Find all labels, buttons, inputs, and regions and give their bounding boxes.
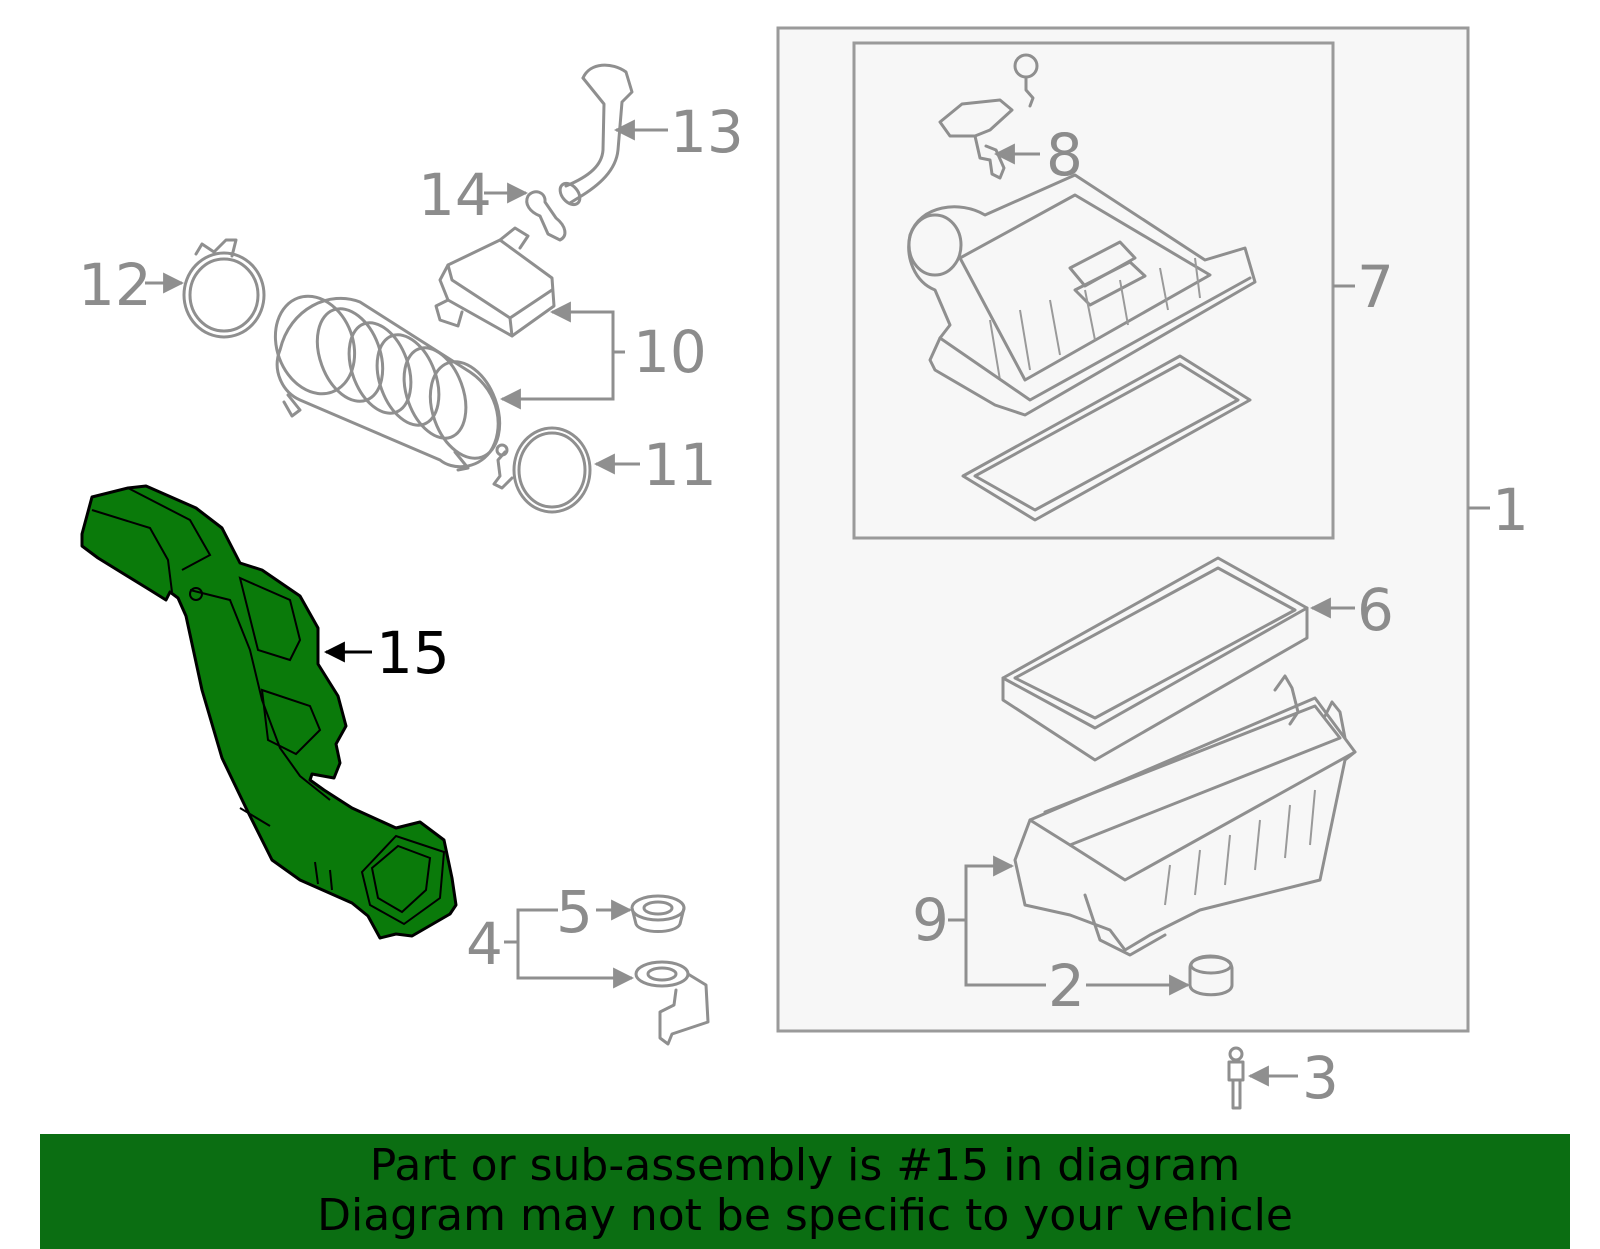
callout-13: 13 bbox=[670, 98, 744, 166]
callout-10: 10 bbox=[633, 318, 707, 386]
breather-hose-13[interactable] bbox=[556, 63, 634, 208]
callout-7: 7 bbox=[1357, 253, 1394, 321]
air-cleaner-case-9[interactable] bbox=[1013, 674, 1357, 957]
callout-14: 14 bbox=[418, 161, 492, 229]
air-flow-sensor-10[interactable] bbox=[434, 226, 556, 338]
air-duct-15[interactable] bbox=[80, 484, 458, 940]
hose-clamp-12[interactable] bbox=[182, 238, 266, 339]
callout-12: 12 bbox=[78, 251, 152, 319]
filter-element-upper[interactable] bbox=[961, 354, 1252, 522]
assembly-box-7 bbox=[852, 41, 1335, 540]
grommet-5[interactable] bbox=[630, 894, 686, 933]
leader-lines bbox=[145, 119, 1490, 1087]
bracket-4[interactable] bbox=[634, 960, 710, 1046]
callout-6: 6 bbox=[1357, 576, 1394, 644]
clip-14[interactable] bbox=[525, 190, 567, 242]
bolt-3[interactable] bbox=[1227, 1046, 1245, 1110]
callout-5: 5 bbox=[556, 878, 593, 946]
intake-hose-10[interactable] bbox=[262, 285, 512, 472]
callout-8: 8 bbox=[1046, 121, 1083, 189]
filter-element-6[interactable] bbox=[1001, 556, 1309, 762]
callout-4: 4 bbox=[466, 910, 503, 978]
hose-clamp-11[interactable] bbox=[492, 426, 592, 514]
grommet-2[interactable] bbox=[1188, 954, 1234, 997]
air-cleaner-cap-7[interactable] bbox=[907, 173, 1257, 417]
callout-15-highlighted: 15 bbox=[376, 619, 450, 687]
callout-3: 3 bbox=[1302, 1044, 1339, 1112]
callout-2: 2 bbox=[1048, 952, 1085, 1020]
callout-11: 11 bbox=[643, 431, 717, 499]
callout-9: 9 bbox=[912, 886, 949, 954]
callout-1: 1 bbox=[1492, 476, 1529, 544]
banner-line-1: Part or sub-assembly is #15 in diagram bbox=[370, 1140, 1240, 1191]
banner-line-2: Diagram may not be specific to your vehi… bbox=[317, 1190, 1293, 1241]
info-banner: Part or sub-assembly is #15 in diagram D… bbox=[40, 1134, 1570, 1249]
